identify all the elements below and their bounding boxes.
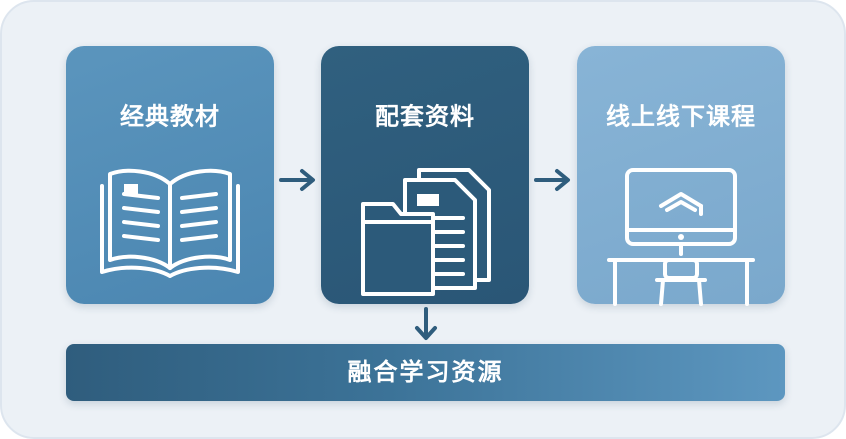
panel-title-courses: 线上线下课程 xyxy=(606,102,756,131)
panel-title-materials: 配套资料 xyxy=(375,102,475,131)
panel-title-textbooks: 经典教材 xyxy=(120,102,220,131)
classroom-monitor-icon xyxy=(607,168,755,306)
panel-textbooks: 经典教材 xyxy=(66,46,274,304)
integrated-resources-label: 融合学习资源 xyxy=(347,358,504,386)
folder-documents-icon xyxy=(361,168,491,296)
open-book-icon xyxy=(100,168,240,278)
arrow-right-icon xyxy=(279,169,315,191)
panel-materials: 配套资料 xyxy=(321,46,529,304)
panel-courses: 线上线下课程 xyxy=(577,46,785,306)
arrow-down-icon xyxy=(415,307,437,340)
integrated-resources-bar: 融合学习资源 xyxy=(66,344,785,401)
arrow-right-icon xyxy=(534,169,570,191)
